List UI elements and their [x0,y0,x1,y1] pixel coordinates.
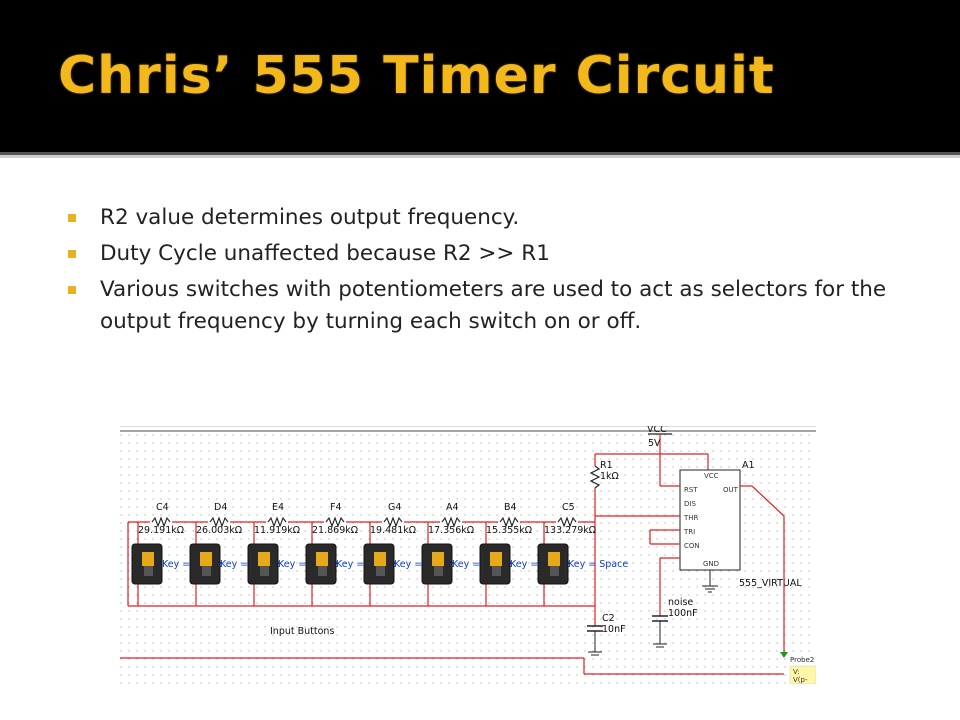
noise-value: 100nF [668,608,698,619]
resistance-label: 26.003kΩ [196,525,242,536]
bullet-list: R2 value determines output frequency. Du… [68,202,898,342]
resistance-label: 21.869kΩ [312,525,358,536]
c2-name: C2 [602,613,615,624]
bullet-square-icon [68,286,76,294]
note-label: C4 [156,502,169,513]
noise-capacitor: noise 100nF [652,597,698,648]
bullet-text: Duty Cycle unaffected because R2 >> R1 [100,241,550,266]
potentiometer [499,516,519,528]
resistance-label: 15.355kΩ [486,525,532,536]
key-label: Key = Space [568,559,628,570]
ic-pin-rst: RST [684,486,698,494]
resistance-label: 133.279kΩ [544,525,596,536]
title-divider-light [0,155,960,158]
switch-stage: C5 133.279kΩ Key = Space [537,502,628,606]
potentiometer [209,516,229,528]
resistance-label: 17.356kΩ [428,525,474,536]
vcc-label: VCC [647,426,667,435]
r1-resistor: R1 1kΩ [589,460,619,516]
note-label: D4 [214,502,227,513]
note-label: A4 [446,502,459,513]
probe-2: Probe2 V: V(p- [780,652,816,684]
potentiometer [151,516,171,528]
ic-pin-dis: DIS [684,500,696,508]
ic-pin-con: CON [684,542,700,550]
resistance-label: 29.191kΩ [138,525,184,536]
ic-555: A1 555_VIRTUAL VCC RST DIS THR TRI CON O… [679,460,802,593]
ic-pin-gnd: GND [703,560,719,568]
bullet-item: R2 value determines output frequency. [68,202,898,234]
vcc-supply: VCC 5V [647,426,672,454]
potentiometer [557,516,577,528]
bullet-text: Various switches with potentiometers are… [100,277,887,334]
probe-readout-vp: V(p- [793,676,808,684]
note-label: E4 [272,502,284,513]
title-divider-dark [0,152,960,155]
ic-pin-thr: THR [683,514,699,522]
resistance-label: 19.481kΩ [370,525,416,536]
c2-capacitor: C2 10nF [587,516,626,656]
ic-pin-vcc: VCC [704,472,719,480]
vcc-value: 5V [648,438,661,449]
ic-pin-out: OUT [723,486,739,494]
bullet-item: Duty Cycle unaffected because R2 >> R1 [68,238,898,270]
r1-name: R1 [600,460,613,471]
potentiometer [441,516,461,528]
potentiometer [383,516,403,528]
potentiometer [267,516,287,528]
note-label: G4 [388,502,401,513]
slide-content: R2 value determines output frequency. Du… [0,158,960,720]
bullet-item: Various switches with potentiometers are… [68,274,898,338]
r1-value: 1kΩ [600,471,619,482]
title-band: Chris’ 555 Timer Circuit [0,0,960,152]
c2-value: 10nF [602,624,626,635]
probe-label: Probe2 [790,656,814,664]
ic-name: A1 [742,460,755,471]
bullet-square-icon [68,214,76,222]
note-label: C5 [562,502,575,513]
resistance-label: 11.919kΩ [254,525,300,536]
bullet-square-icon [68,250,76,258]
ic-part: 555_VIRTUAL [739,578,802,589]
slide-title: Chris’ 555 Timer Circuit [58,46,775,106]
note-label: B4 [504,502,517,513]
circuit-schematic: VCC 5V R1 1kΩ A1 555_VIRTUAL VCC RST [120,426,816,684]
probe-readout-v: V: [793,668,800,676]
note-label: F4 [330,502,342,513]
ic-pin-tri: TRI [683,528,695,536]
bullet-text: R2 value determines output frequency. [100,205,520,230]
noise-name: noise [668,597,693,608]
potentiometer [325,516,345,528]
input-buttons-label: Input Buttons [270,626,334,637]
